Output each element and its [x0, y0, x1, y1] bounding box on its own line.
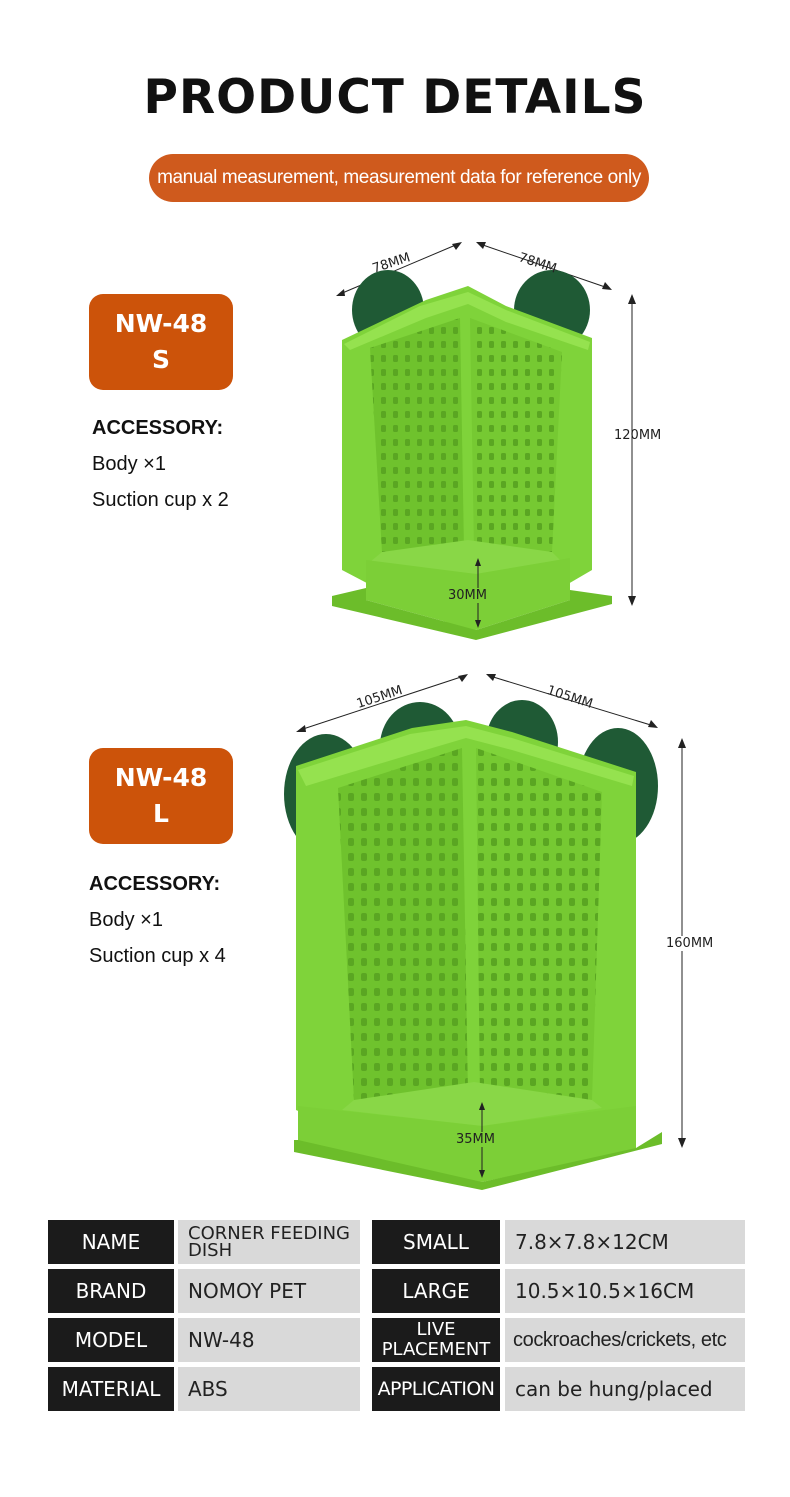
spec-value: can be hung/placed — [505, 1367, 745, 1411]
spec-value: 10.5×10.5×16CM — [505, 1269, 745, 1313]
spec-row-small: SMALL 7.8×7.8×12CM — [372, 1220, 745, 1264]
spec-row-brand: BRAND NOMOY PET — [48, 1269, 360, 1313]
accessory-list-small: ACCESSORY: Body ×1 Suction cup x 2 — [92, 410, 229, 518]
spec-key: APPLICATION — [372, 1367, 500, 1411]
spec-row-application: APPLICATION can be hung/placed — [372, 1367, 745, 1411]
accessory-heading: ACCESSORY: — [92, 417, 224, 439]
measurement-note: manual measurement, measurement data for… — [149, 154, 649, 202]
spec-key: MATERIAL — [48, 1367, 174, 1411]
model-badge-small: NW-48 S — [89, 294, 233, 390]
spec-value: ABS — [178, 1367, 360, 1411]
product-image-small — [332, 242, 636, 640]
accessory-item: Body ×1 — [89, 909, 163, 931]
spec-value: NW-48 — [178, 1318, 360, 1362]
spec-value: NOMOY PET — [178, 1269, 360, 1313]
spec-row-model: MODEL NW-48 — [48, 1318, 360, 1362]
accessory-item: Body ×1 — [92, 453, 166, 475]
dimension-label: 160MM — [666, 936, 714, 951]
spec-row-large: LARGE 10.5×10.5×16CM — [372, 1269, 745, 1313]
dimension-label: 120MM — [614, 428, 662, 443]
spec-key: MODEL — [48, 1318, 174, 1362]
spec-row-name: NAME CORNER FEEDING DISH — [48, 1220, 360, 1264]
spec-value: cockroaches/crickets, etc — [505, 1318, 745, 1362]
dimension-label: 30MM — [448, 588, 487, 603]
accessory-list-large: ACCESSORY: Body ×1 Suction cup x 4 — [89, 866, 226, 974]
spec-value: CORNER FEEDING DISH — [178, 1220, 360, 1264]
spec-value: 7.8×7.8×12CM — [505, 1220, 745, 1264]
product-image-large — [284, 674, 686, 1190]
model-size: L — [153, 799, 169, 828]
spec-key: NAME — [48, 1220, 174, 1264]
model-badge-large: NW-48 L — [89, 748, 233, 844]
accessory-item: Suction cup x 4 — [89, 945, 226, 967]
model-code: NW-48 — [114, 309, 208, 338]
model-code: NW-48 — [114, 763, 208, 792]
spec-row-live-placement: LIVE PLACEMENT cockroaches/crickets, etc — [372, 1318, 745, 1362]
spec-key: LIVE PLACEMENT — [372, 1318, 500, 1362]
spec-key: BRAND — [48, 1269, 174, 1313]
spec-row-material: MATERIAL ABS — [48, 1367, 360, 1411]
model-size: S — [151, 345, 170, 374]
spec-key: LARGE — [372, 1269, 500, 1313]
page-title: PRODUCT DETAILS — [143, 70, 647, 125]
spec-key: SMALL — [372, 1220, 500, 1264]
accessory-heading: ACCESSORY: — [89, 873, 221, 895]
dimension-label: 35MM — [456, 1132, 495, 1147]
accessory-item: Suction cup x 2 — [92, 489, 229, 511]
